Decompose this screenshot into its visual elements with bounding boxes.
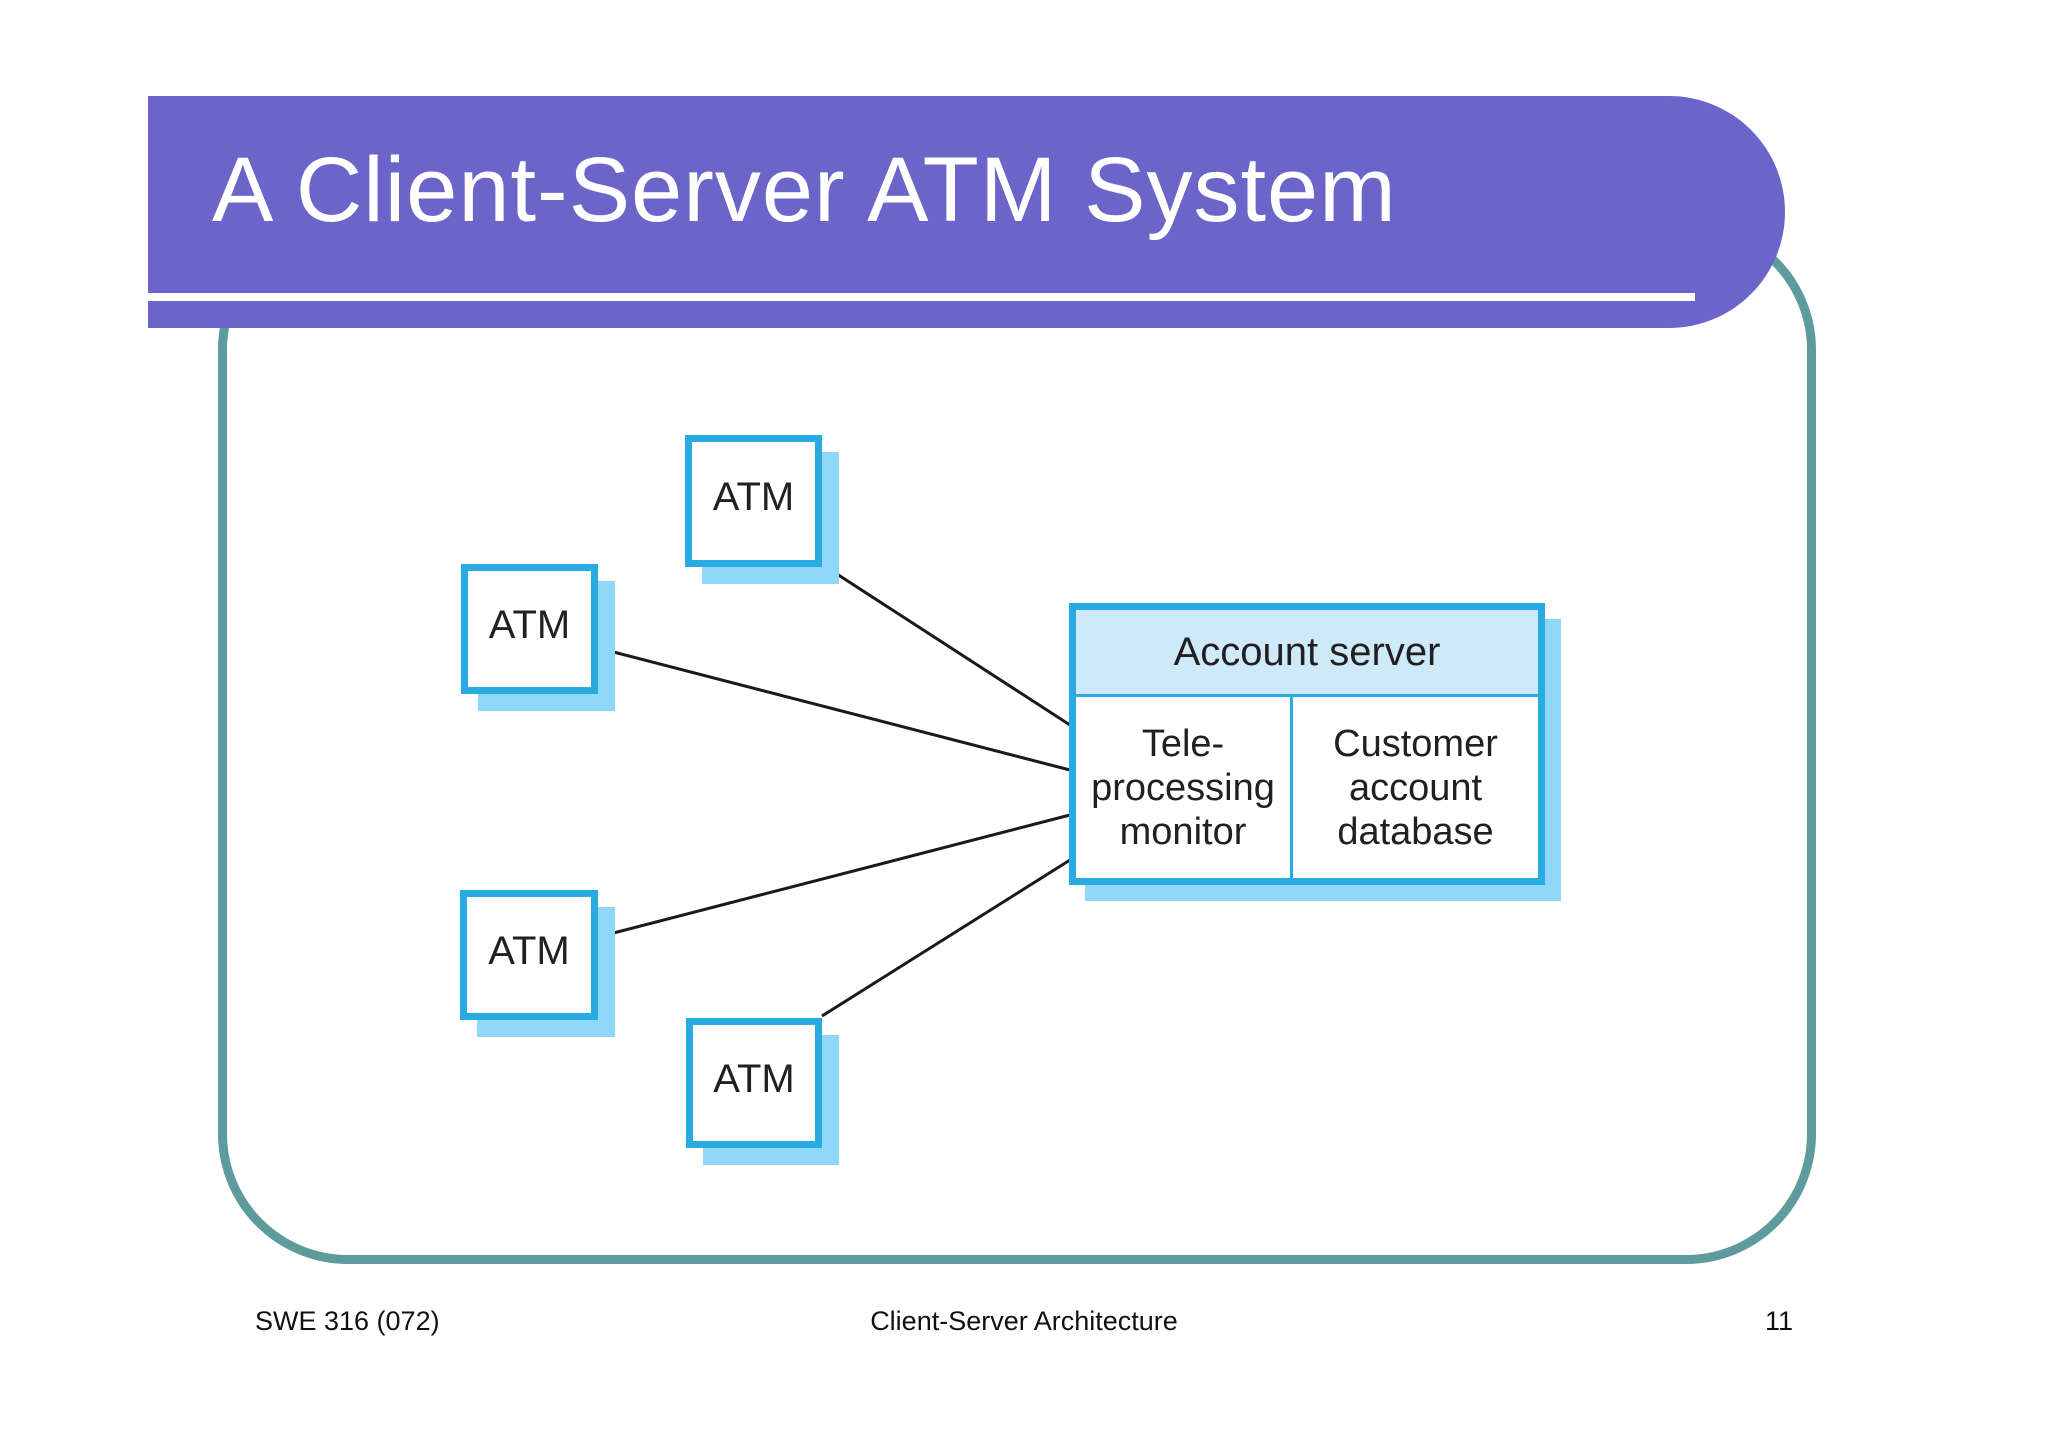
cell-line: database — [1337, 810, 1494, 853]
title-banner: A Client-Server ATM System — [148, 96, 1785, 328]
footer-course-code: SWE 316 (072) — [255, 1306, 440, 1336]
footer-lecture-title: Client-Server Architecture — [870, 1306, 1178, 1336]
footer-page-number: 11 — [1764, 1306, 1793, 1336]
connector-atm4-to-monitor — [821, 858, 1071, 1018]
atm-node-top: ATM — [685, 435, 822, 567]
atm-label: ATM — [712, 474, 795, 519]
account-server-body: Tele- processing monitor Customer accoun… — [1076, 697, 1538, 878]
atm-node-lower-left: ATM — [460, 890, 598, 1020]
cell-line: Customer — [1333, 722, 1498, 765]
cell-line: processing — [1091, 766, 1275, 809]
teleprocessing-monitor-cell: Tele- processing monitor — [1076, 697, 1293, 878]
atm-label: ATM — [488, 602, 571, 647]
page-title: A Client-Server ATM System — [212, 139, 1397, 241]
title-underline — [148, 293, 1695, 301]
account-server-header: Account server — [1076, 610, 1538, 697]
connector-atm3-to-monitor — [597, 813, 1071, 939]
atm-label: ATM — [488, 928, 570, 973]
cell-line: monitor — [1119, 810, 1247, 853]
account-server-node: Account server Tele- processing monitor … — [1069, 603, 1545, 885]
slide-footer: SWE 316 (072) Client-Server Architecture… — [0, 1306, 2048, 1346]
atm-label: ATM — [713, 1056, 795, 1101]
customer-account-database-cell: Customer account database — [1293, 697, 1538, 878]
connector-atm2-to-monitor — [597, 646, 1071, 772]
atm-node-left: ATM — [461, 564, 598, 694]
connector-atm1-to-monitor — [822, 563, 1071, 727]
atm-node-bottom: ATM — [686, 1018, 822, 1148]
cell-line: Tele- — [1141, 722, 1225, 765]
cell-line: account — [1348, 766, 1483, 809]
